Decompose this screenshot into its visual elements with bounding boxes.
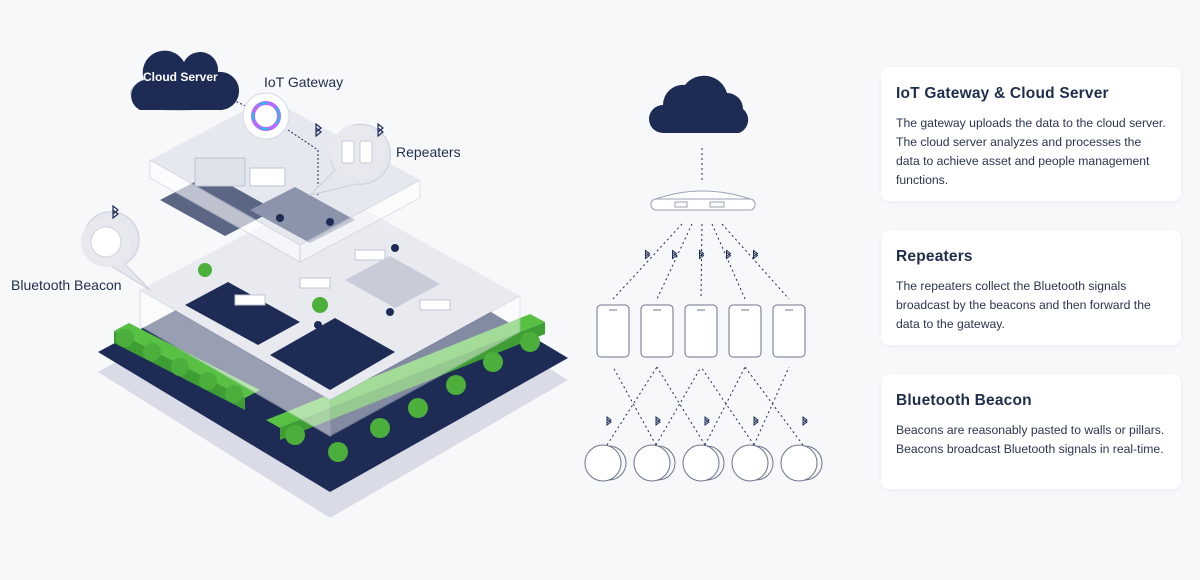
bluetooth-beacon-callout — [81, 211, 151, 291]
hedge-left — [114, 323, 260, 410]
repeater-icon — [640, 304, 674, 358]
bluetooth-beacon-label: Bluetooth Beacon — [11, 277, 122, 293]
repeaters-callout — [308, 123, 391, 196]
hedge-right — [266, 314, 545, 462]
signal-line — [612, 366, 657, 446]
bluetooth-icon — [704, 416, 710, 426]
card-iot-gateway-cloud-server: IoT Gateway & Cloud Server The gateway u… — [881, 67, 1181, 201]
lower-floor — [139, 190, 521, 437]
bluetooth-icon — [802, 416, 808, 426]
signal-line — [700, 223, 703, 300]
card-body: The gateway uploads the data to the clou… — [896, 116, 1166, 187]
beacon-repeater-lines — [606, 366, 808, 446]
signal-line — [606, 366, 658, 446]
iot-gateway-callout — [242, 92, 290, 140]
bluetooth-icon — [645, 249, 651, 260]
card-repeaters: Repeaters The repeaters collect the Blue… — [881, 230, 1181, 345]
bluetooth-icon — [726, 249, 732, 260]
beacon-icon — [633, 444, 671, 482]
beacon-edge — [657, 445, 676, 481]
signal-line — [753, 366, 790, 446]
network-topology-diagram — [584, 75, 823, 482]
cloud-icon — [649, 75, 749, 133]
bluetooth-icon — [606, 416, 612, 426]
repeaters-label: Repeaters — [396, 144, 461, 160]
bluetooth-icon — [753, 416, 759, 426]
bluetooth-icon — [655, 416, 661, 426]
cloud-server-label: Cloud Server — [143, 70, 218, 84]
bluetooth-icon — [753, 249, 759, 260]
repeater-gateway-lines — [612, 223, 790, 300]
card-body: Beacons are reasonably pasted to walls o… — [896, 423, 1165, 456]
beacon-edge — [804, 445, 823, 481]
gateway-icon — [650, 190, 756, 211]
beacon-icon — [780, 444, 818, 482]
card-title: Repeaters — [896, 248, 973, 265]
card-title: Bluetooth Beacon — [896, 392, 1032, 409]
repeater-icon — [728, 304, 762, 358]
signal-line — [744, 366, 804, 446]
isometric-office-illustration — [81, 50, 568, 518]
signal-line — [721, 223, 790, 300]
repeater-row — [596, 304, 806, 358]
repeater-icon — [596, 304, 630, 358]
beacon-edge — [755, 445, 774, 481]
card-bluetooth-beacon: Bluetooth Beacon Beacons are reasonably … — [881, 374, 1181, 489]
signal-line — [704, 366, 746, 446]
upper-floor — [149, 98, 421, 263]
signal-line — [612, 223, 683, 300]
repeater-icon — [684, 304, 718, 358]
iot-gateway-label: IoT Gateway — [264, 74, 344, 90]
beacon-icon — [731, 444, 769, 482]
beacon-edge — [706, 445, 725, 481]
bluetooth-icon — [112, 122, 384, 220]
office-details — [198, 214, 451, 349]
signal-line — [656, 223, 693, 300]
beacon-icon — [682, 444, 720, 482]
signal-line — [711, 223, 746, 300]
repeater-icon — [772, 304, 806, 358]
signal-line — [700, 366, 755, 446]
beacon-edge — [608, 445, 627, 481]
signal-line — [656, 366, 706, 446]
card-body: The repeaters collect the Bluetooth sign… — [896, 279, 1151, 331]
bluetooth-icon — [672, 249, 678, 260]
beacon-icon — [584, 444, 622, 482]
beacon-row — [584, 444, 823, 482]
card-title: IoT Gateway & Cloud Server — [896, 85, 1109, 102]
cloud-server-callout — [130, 50, 240, 111]
signal-line — [655, 366, 702, 446]
bluetooth-icon — [699, 249, 705, 260]
